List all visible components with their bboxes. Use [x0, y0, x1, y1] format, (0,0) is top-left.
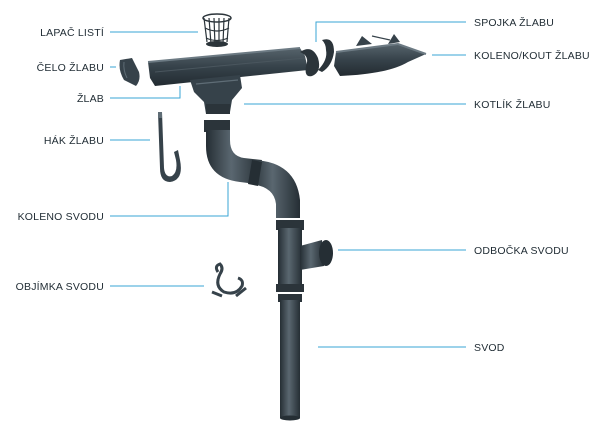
label-lapac-listi: LAPAČ LISTÍ: [40, 26, 104, 39]
label-koleno-kout-zlabu: KOLENO/KOUT ŽLABU: [474, 49, 590, 62]
gutter-corner-part: [334, 34, 427, 76]
leader-lines: [110, 21, 466, 348]
label-koleno-svodu: KOLENO SVODU: [18, 211, 104, 223]
downpipe-bracket-part: [211, 262, 247, 298]
leaf-guard-part: [202, 13, 232, 47]
downpipe-part: [278, 294, 302, 421]
gutter-connector-part: [300, 39, 334, 77]
gutter-part: [147, 47, 308, 86]
label-celo-zlabu: ČELO ŽLABU: [37, 61, 104, 74]
gutter-outlet-part: [190, 75, 242, 114]
label-objimka-svodu: OBJÍMKA SVODU: [16, 280, 104, 293]
label-zlab: ŽLAB: [77, 92, 104, 105]
gutter-end-cap-part: [119, 58, 140, 86]
label-spojka-zlabu: SPOJKA ŽLABU: [474, 16, 554, 29]
downpipe-branch-part: [276, 220, 333, 292]
label-odbocka-svodu: ODBOČKA SVODU: [474, 244, 569, 257]
label-hak-zlabu: HÁK ŽLABU: [44, 134, 104, 147]
label-kotlik-zlabu: KOTLÍK ŽLABU: [474, 98, 551, 111]
gutter-hanger-part: [158, 112, 181, 182]
downpipe-elbow-part: [204, 120, 300, 218]
label-svod: SVOD: [474, 342, 505, 354]
